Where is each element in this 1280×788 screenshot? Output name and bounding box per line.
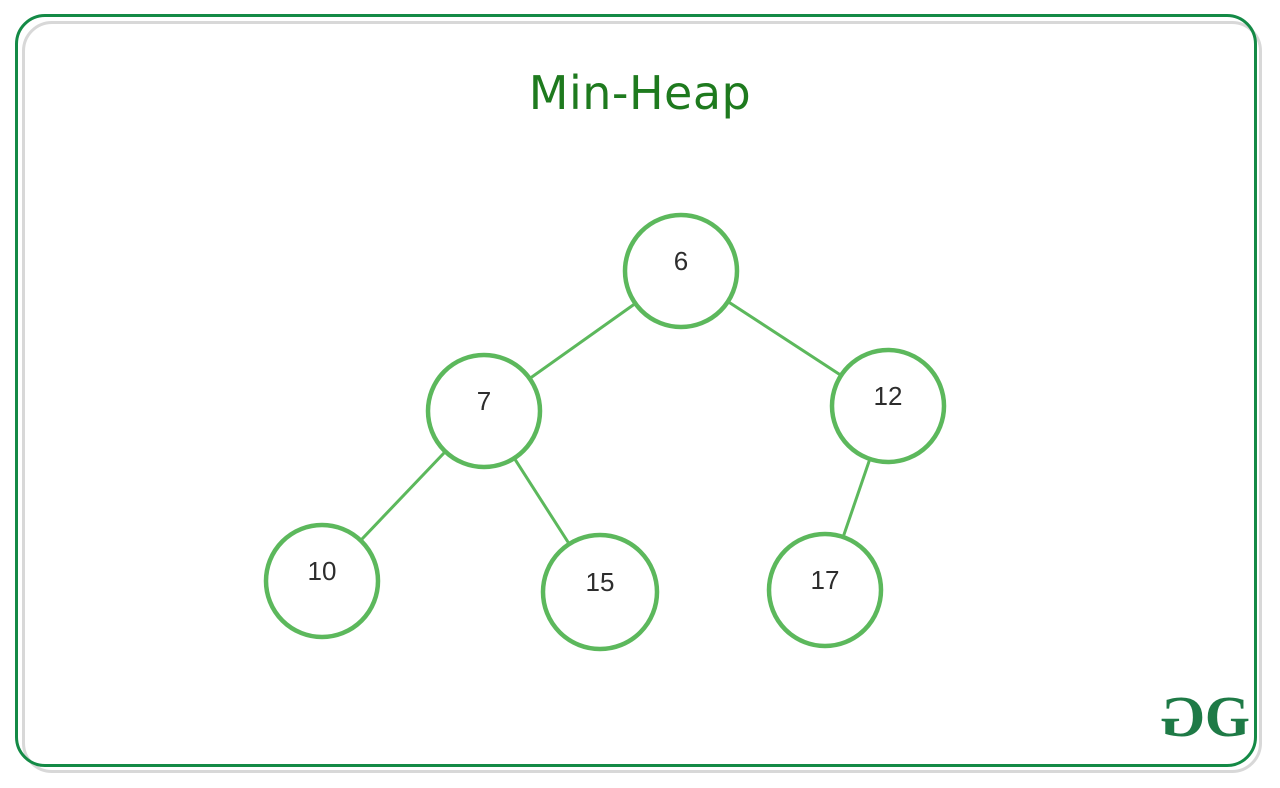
geeksforgeeks-logo: GG — [1163, 684, 1250, 749]
tree-node-label: 12 — [874, 381, 903, 411]
tree-node-label: 7 — [477, 386, 491, 416]
tree-node-label: 15 — [586, 567, 615, 597]
tree-node-12: 12 — [829, 347, 947, 465]
logo-reversed-g: G — [1163, 684, 1205, 749]
tree-node-15: 15 — [540, 532, 660, 652]
tree-node-circle — [829, 347, 947, 465]
tree-node-17: 17 — [766, 531, 884, 649]
tree-node-10: 10 — [263, 522, 381, 640]
card-green-border — [15, 14, 1257, 767]
tree-node-7: 7 — [425, 352, 543, 470]
tree-node-6: 6 — [622, 212, 740, 330]
logo-g: G — [1204, 684, 1250, 749]
tree-node-circle — [766, 531, 884, 649]
tree-node-label: 6 — [674, 246, 688, 276]
figure-title: Min-Heap — [528, 66, 752, 120]
tree-node-circle — [425, 352, 543, 470]
tree-node-circle — [540, 532, 660, 652]
tree-node-circle — [622, 212, 740, 330]
tree-node-label: 10 — [308, 556, 337, 586]
card-shadow-border — [22, 21, 1262, 773]
tree-node-circle — [263, 522, 381, 640]
tree-node-label: 17 — [811, 565, 840, 595]
